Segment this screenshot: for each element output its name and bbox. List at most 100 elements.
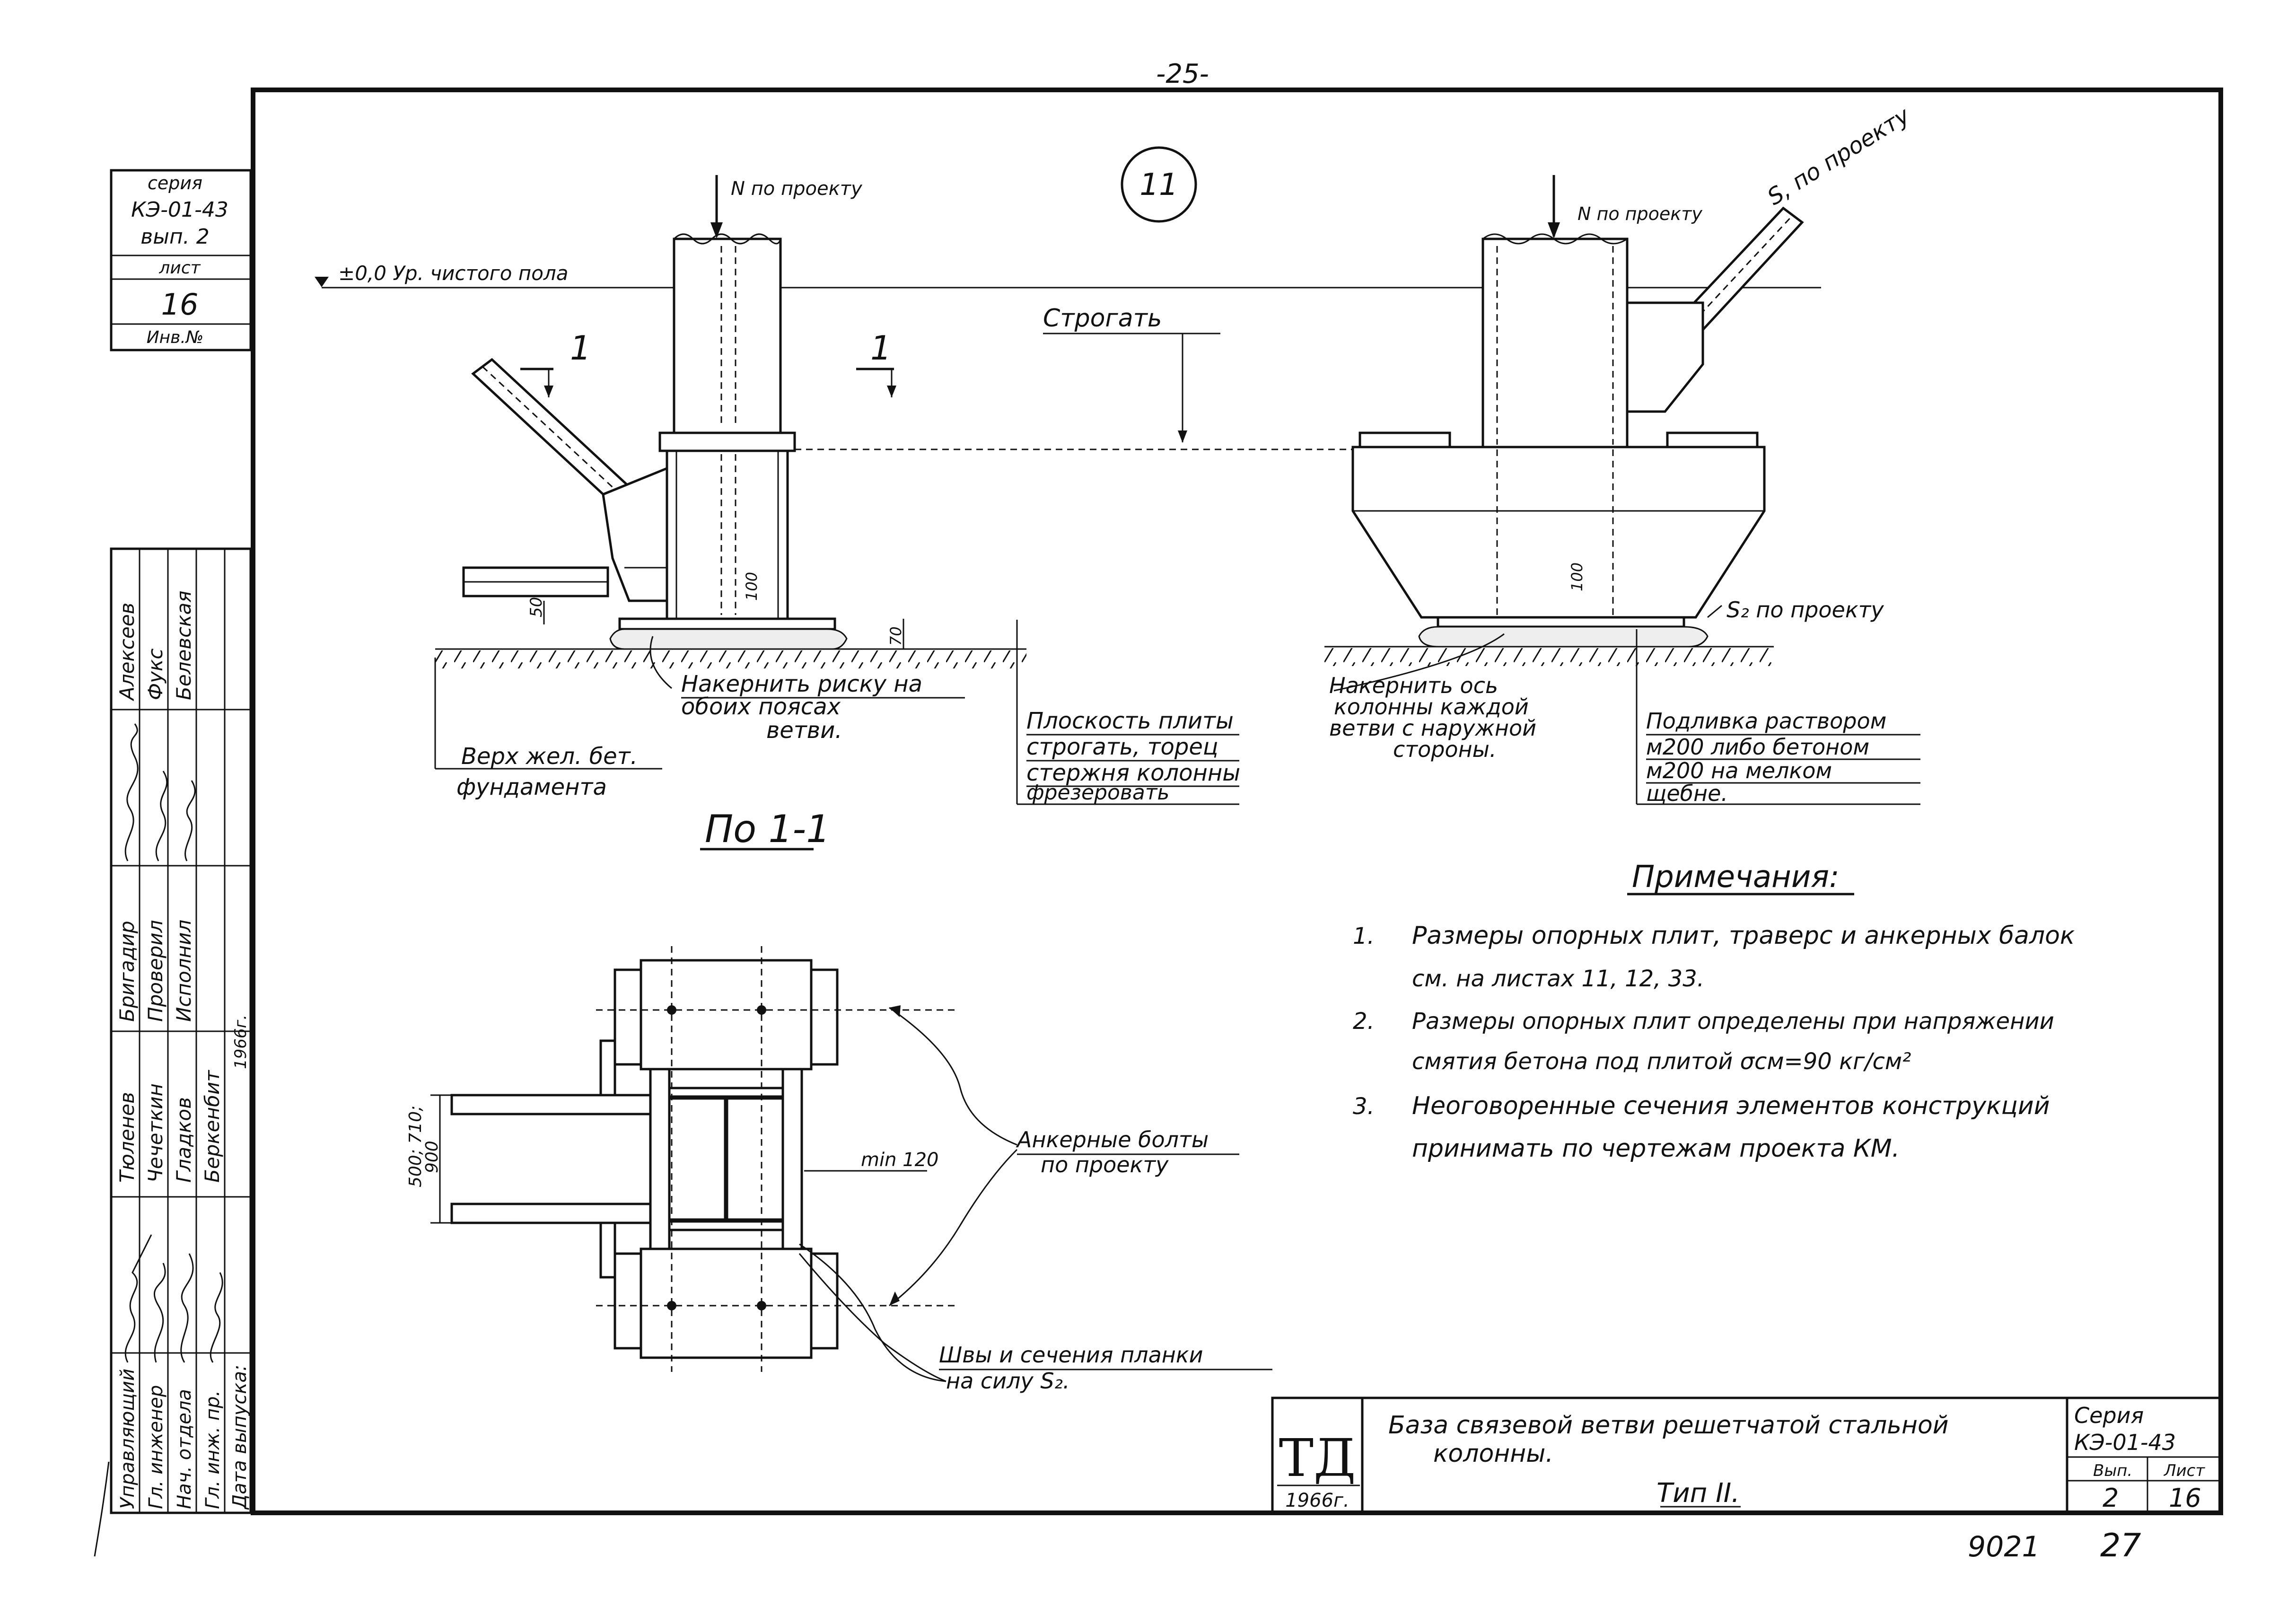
plane-notes: Строгать Плоскость плиты строгать, торец… (795, 304, 1353, 805)
left-elevation: ±0,0 Ур. чистого пола N по проекту 1 1 (315, 175, 1821, 851)
note-3-line-1: Неоговоренные сечения элементов конструк… (1412, 1092, 2050, 1120)
note-plate-4: фрезеровать (1026, 781, 1169, 805)
note-foundation-1: Верх жел. бет. (461, 743, 638, 770)
note-plate-3: стержня колонны (1026, 760, 1240, 786)
anchor-note-2: по проекту (1041, 1152, 1169, 1177)
dim-vertical-1: 500; 710; (406, 1106, 425, 1187)
left-load-label: N по проекту (731, 178, 863, 200)
note-1-line-2: см. на листах 11, 12, 33. (1412, 966, 1704, 992)
tb-sheet-label: Лист (2163, 1461, 2205, 1480)
title-block: ТД 1966г. База связевой ветви решетчатой… (1271, 1396, 2222, 1514)
note-grout-3: м200 на мелком (1646, 758, 1832, 783)
note-3-line-2: принимать по чертежам проекта КМ. (1412, 1134, 1900, 1163)
col-a-2: Проверил (144, 920, 167, 1022)
col-a-1: Бригадир (115, 921, 139, 1022)
logo-year: 1966г. (1285, 1490, 1350, 1511)
name-b-2: Фукс (144, 649, 167, 700)
note-foundation-2: фундамента (456, 774, 607, 800)
name-a-5: 1966г. (231, 1015, 250, 1069)
dim-100-left: 100 (743, 572, 761, 601)
note-2-line-1: Размеры опорных плит определены при напр… (1412, 1008, 2054, 1035)
note-1-num: 1. (1353, 923, 1375, 949)
top-stamp: серия КЭ-01-43 вып. 2 лист 16 Инв.№ (110, 169, 252, 351)
stamp-issue: вып. 2 (140, 225, 209, 249)
right-elevation: N по проекту S, по проекту 100 S₂ по про… (1324, 102, 1920, 806)
stamp-inv-label: Инв.№ (147, 328, 204, 347)
dim-100-right: 100 (1568, 562, 1586, 591)
stamp-series-value: КЭ-01-43 (131, 198, 228, 222)
note-axis-3: ветви с наружной (1329, 715, 1536, 741)
side-stamp: Управляющий Гл. инженер Нач. отдела Гл. … (94, 547, 252, 1557)
note-axis-2: колонны каждой (1334, 694, 1529, 720)
load-arrow-icon (1548, 222, 1560, 238)
anchor-note-1: Анкерные болты (1016, 1127, 1209, 1152)
tb-series-label: Серия (2074, 1403, 2144, 1428)
stamp-sheet-label: лист (158, 258, 201, 278)
footer-number-left: 9021 (1968, 1530, 2040, 1563)
note-grout-1: Подливка раствором (1646, 708, 1886, 734)
role-2: Гл. инженер (145, 1385, 167, 1509)
name-b-1: Алексеев (115, 603, 139, 702)
name-a-3: Гладков (172, 1097, 195, 1183)
note-plate-1: Плоскость плиты (1026, 708, 1234, 734)
drawing-frame (251, 88, 2223, 1515)
role-4: Гл. инж. пр. (202, 1390, 224, 1509)
note-1-line-1: Размеры опорных плит, траверс и анкерных… (1412, 922, 2075, 950)
logo: ТД (1279, 1428, 1356, 1488)
stamp-sheet-value: 16 (161, 287, 199, 322)
weld-note-2: на силу S₂. (946, 1368, 1070, 1394)
dim-50: 50 (527, 597, 546, 617)
note-plane: Строгать (1043, 304, 1162, 333)
notes-title: Примечания: (1632, 860, 1840, 895)
anchor-bolt (667, 1301, 676, 1310)
notes-block: Примечания: 1. Размеры опорных плит, тра… (1353, 860, 2075, 1163)
stamp-series-label: серия (148, 173, 202, 193)
role-1: Управляющий (117, 1369, 139, 1509)
load-arrow-icon (710, 222, 723, 238)
dim-70: 70 (887, 626, 905, 646)
brace-label: S, по проекту (1763, 102, 1915, 211)
s2-label: S₂ по проекту (1726, 597, 1884, 623)
role-5: Дата выпуска: (229, 1365, 251, 1510)
note-3-num: 3. (1353, 1093, 1375, 1120)
plan-view: 500; 710; 900 min 120 Анкерные болты по … (406, 946, 1272, 1394)
role-3: Нач. отдела (174, 1389, 195, 1509)
note-punch-1: Накернить риску на (681, 671, 922, 697)
level-marker-icon (315, 277, 329, 287)
tb-series-value: КЭ-01-43 (2074, 1430, 2176, 1455)
note-plate-2: строгать, торец (1026, 734, 1218, 760)
anchor-bolt (667, 1005, 676, 1015)
floor-level-label: ±0,0 Ур. чистого пола (338, 262, 569, 285)
node-number: 11 (1139, 167, 1178, 202)
name-a-2: Чечеткин (144, 1083, 167, 1183)
tb-issue-label: Вып. (2093, 1461, 2132, 1480)
tb-issue-value: 2 (2103, 1483, 2119, 1513)
note-axis-4: стороны. (1393, 737, 1497, 762)
note-grout-4: щебне. (1646, 781, 1728, 806)
section-mark-left: 1 (570, 329, 591, 368)
note-grout-2: м200 либо бетоном (1646, 734, 1869, 760)
note-2-num: 2. (1353, 1008, 1375, 1035)
section-mark-right: 1 (870, 329, 892, 368)
note-punch-3: ветви. (766, 717, 842, 744)
title-line-1: База связевой ветви решетчатой стальной (1388, 1411, 1949, 1440)
min-120-label: min 120 (861, 1149, 939, 1171)
footer-number-right: 27 (2100, 1527, 2141, 1564)
note-2-line-2: смятия бетона под плитой σсм=90 кг/см² (1412, 1048, 1911, 1075)
col-a-3: Исполнил (172, 920, 195, 1022)
signatures (94, 723, 223, 1557)
name-a-1: Тюленев (115, 1092, 139, 1183)
name-b-3: Белевская (172, 590, 195, 700)
right-load-label: N по проекту (1577, 203, 1702, 224)
tb-sheet-value: 16 (2169, 1483, 2201, 1513)
title-type: Тип II. (1656, 1478, 1740, 1509)
title-line-2: колонны. (1433, 1440, 1553, 1468)
name-a-4: Беркенбит (201, 1070, 224, 1183)
dim-vertical-2: 900 (422, 1141, 442, 1173)
weld-note-1: Швы и сечения планки (939, 1342, 1203, 1368)
node-marker: 11 (1121, 146, 1197, 223)
note-axis-1: Накернить ось (1329, 673, 1498, 698)
section-title: По 1-1 (705, 807, 830, 851)
page-number: -25- (1156, 59, 1209, 89)
